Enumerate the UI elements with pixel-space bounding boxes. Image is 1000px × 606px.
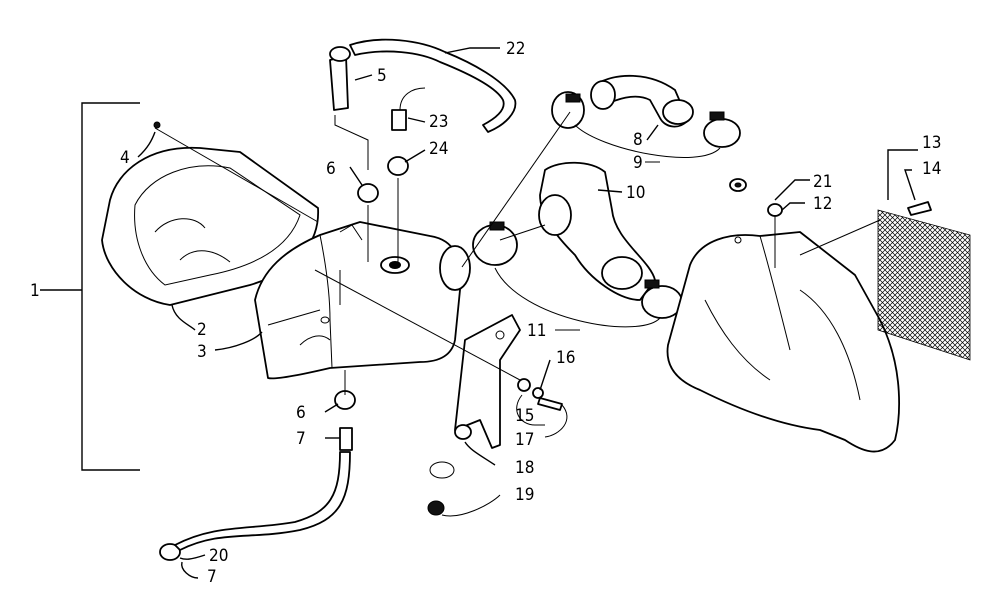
callout-19: 19: [515, 485, 534, 505]
part-12-screw: [767, 203, 783, 268]
part-3-air-silencer: [254, 221, 471, 380]
callout-4: 4: [120, 148, 130, 168]
part-7-fitting-upper: [339, 427, 353, 451]
callout-6-lower: 6: [296, 403, 306, 423]
part-24-grommet: [387, 156, 409, 176]
part-7-fitting-lower: [159, 543, 181, 561]
part-12-airbox: [666, 231, 900, 453]
part-18-bracket: [454, 314, 521, 449]
callout-24: 24: [429, 139, 448, 159]
callout-6-upper: 6: [326, 159, 336, 179]
callout-3: 3: [197, 342, 207, 362]
callout-18: 18: [515, 458, 534, 478]
part-4-screw: [153, 121, 161, 129]
part-13-screen: [877, 209, 971, 361]
assembly-bracket: [40, 102, 140, 471]
leader-lines: [137, 47, 918, 579]
callout-8: 8: [633, 130, 643, 150]
part-8-intake-elbow: [590, 74, 694, 128]
callout-17: 17: [515, 430, 534, 450]
callout-15: 15: [515, 406, 534, 426]
part-6-grommet-upper: [357, 183, 379, 203]
callout-21: 21: [813, 172, 832, 192]
callout-2: 2: [197, 320, 207, 340]
part-14-screw: [907, 201, 932, 216]
part-15-washer: [517, 378, 531, 392]
callout-16: 16: [556, 348, 575, 368]
callout-10: 10: [626, 183, 645, 203]
callout-1: 1: [30, 281, 40, 301]
part-23-sensor: [391, 87, 426, 131]
callout-9: 9: [633, 153, 643, 173]
part-17-screw: [537, 397, 563, 411]
part-21-washer: [729, 178, 747, 192]
callout-23: 23: [429, 112, 448, 132]
part-20-drain-hose: [174, 451, 351, 551]
callout-labels: 1 2 3 4 5 6 6 7 7 8 9 10 11 12 13 14 15 …: [30, 39, 941, 587]
callout-20: 20: [209, 546, 228, 566]
callout-7-lower: 7: [207, 567, 217, 587]
callout-7-upper: 7: [296, 429, 306, 449]
part-19-hardware: [427, 461, 455, 516]
callout-22: 22: [506, 39, 525, 59]
part-10-intake-boot: [538, 161, 656, 301]
callout-13: 13: [922, 133, 941, 153]
part-22-breather-hose: [349, 38, 517, 133]
callout-12: 12: [813, 194, 832, 214]
callout-5: 5: [377, 66, 387, 86]
part-5-fitting: [329, 46, 351, 111]
callout-11: 11: [527, 321, 546, 341]
callout-14: 14: [922, 159, 941, 179]
part-9-clamps: [551, 91, 741, 148]
part-16-nut: [532, 387, 544, 399]
